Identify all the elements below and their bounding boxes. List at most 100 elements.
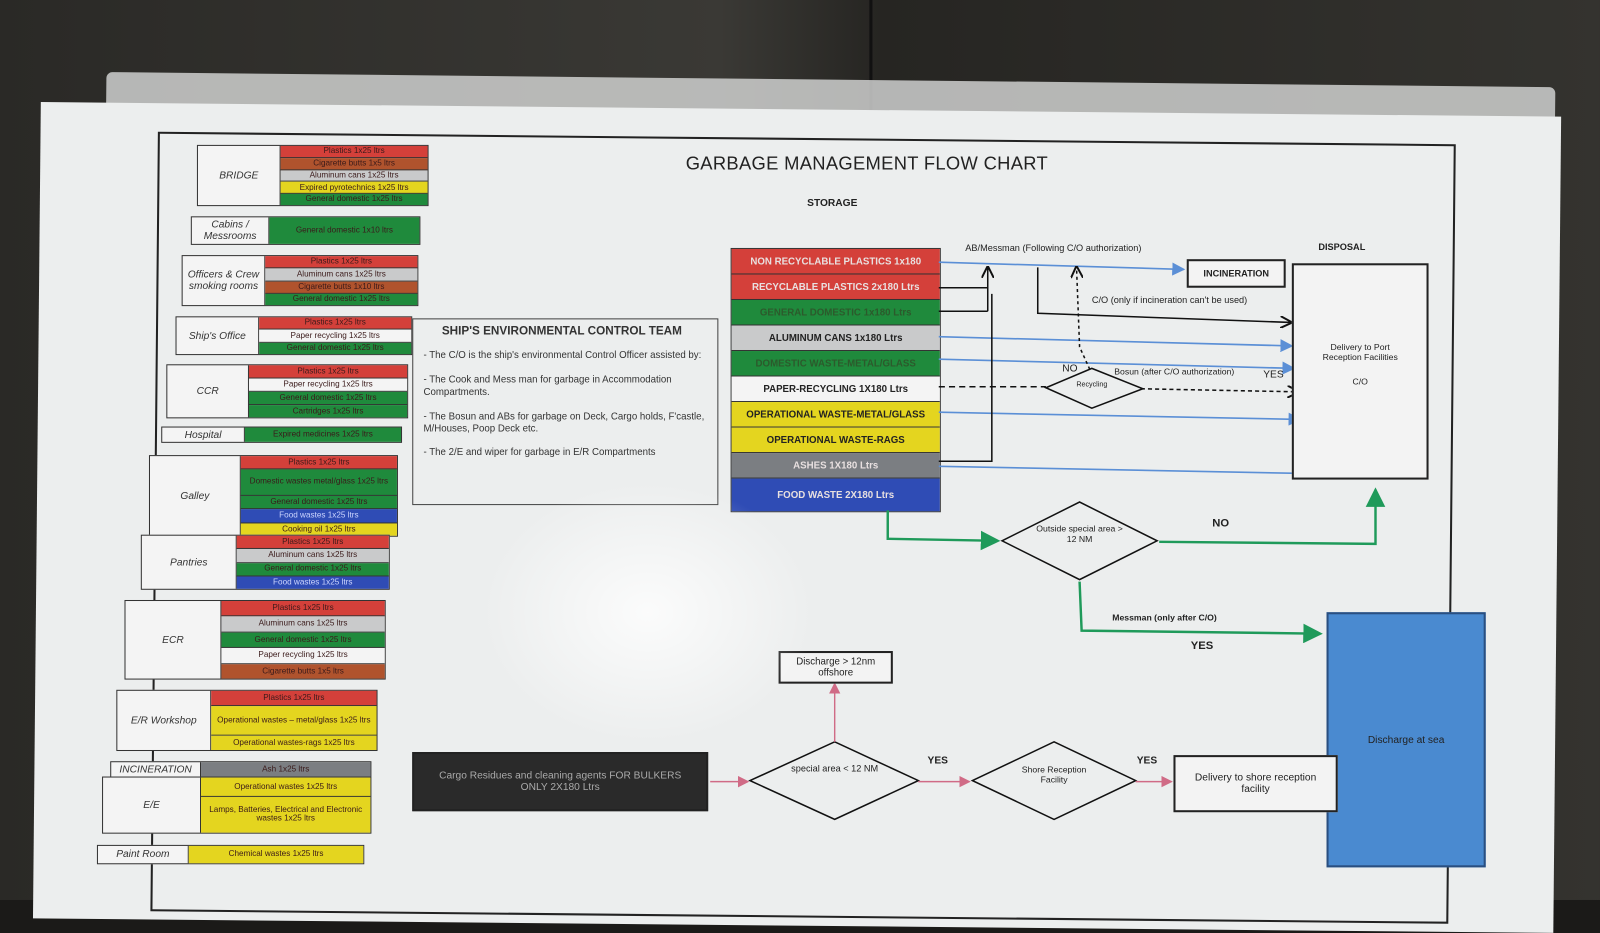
location-label: Galley [150,456,241,536]
disposal-label: DISPOSAL [1318,241,1366,253]
team-line: - The C/O is the ship's environmental Co… [423,349,702,362]
bin-item: Aluminum cans 1x25 ltrs [236,549,389,563]
storage-bin: OPERATIONAL WASTE-METAL/GLASS [731,402,940,428]
discharge-offshore-box: Discharge > 12nm offshore [778,651,893,684]
co-only-label: C/O (only if incineration can't be used) [1091,294,1248,306]
bin-item: General domestic 1x25 ltrs [248,391,408,406]
bin-item: Aluminum cans 1x25 ltrs [265,268,418,282]
bin-item: Plastics 1x25 ltrs [248,365,408,379]
location-label: E/R Workshop [117,690,212,750]
location-label: INCINERATION [111,762,202,778]
green-arrows [886,487,1386,644]
yes-label: YES [927,755,948,767]
team-heading: SHIP'S ENVIRONMENTAL CONTROL TEAM [441,325,682,338]
bin-item: General domestic 1x25 ltrs [280,194,428,206]
bin-item: Expired medicines 1x25 ltrs [244,427,402,442]
blue-arrows [938,261,1306,480]
bin-item: General domestic 1x25 ltrs [265,293,418,306]
bin-item: Aluminum cans 1x25 ltrs [280,169,428,183]
bin-item: General domestic 1x10 ltrs [269,217,420,244]
location-label: BRIDGE [198,145,281,206]
location-label: Officers & Crew smoking rooms [183,256,266,306]
bin-item: Aluminum cans 1x25 ltrs [221,616,385,633]
bin-item: Operational wastes 1x25 ltrs [201,777,371,797]
location-label: E/E [103,777,202,833]
storage-label: STORAGE [807,197,858,210]
shore-delivery-box: Delivery to shore reception facility [1173,755,1338,813]
location-label: CCR [167,365,249,418]
bin-item: Paper recycling 1x25 ltrs [221,648,385,664]
special-area-decision: special area < 12 NM [791,763,879,774]
ab-messman-label: AB/Messman (Following C/O authorization) [965,242,1142,254]
bin-item: Cigarette butts 1x5 ltrs [280,157,428,170]
cargo-residues-box: Cargo Residues and cleaning agents FOR B… [412,752,709,812]
storage-bin: PAPER-RECYCLING 1X180 Ltrs [731,376,940,403]
bin-list: General domestic 1x10 ltrs [269,217,420,244]
storage-bin: ASHES 1X180 Ltrs [731,453,940,479]
co-text: C/O [1352,376,1368,387]
storage-bin: GENERAL DOMESTIC 1x180 Ltrs [731,299,940,326]
bin-list: Ash 1x25 ltrs [201,762,371,778]
yes-label: YES [1136,755,1158,767]
location-label: Paint Room [98,845,189,864]
bin-item: Cigarette butts 1x5 ltrs [221,663,385,679]
bin-item: Cigarette butts 1x10 ltrs [265,281,418,294]
pink-arrows [710,682,1173,788]
outside-special-area-decision: Outside special area > 12 NM [1036,523,1123,544]
bin-item: Lamps, Batteries, Electrical and Electro… [201,796,371,833]
bin-item: Ash 1x25 ltrs [201,762,371,778]
bin-item: Plastics 1x25 ltrs [265,256,418,269]
bin-item: Cartridges 1x25 ltrs [248,405,408,418]
bin-item: Paper recycling 1x25 ltrs [259,329,412,343]
bin-item: Plastics 1x25 ltrs [259,317,412,330]
location-label: Ship's Office [177,317,260,355]
wall-seam [869,0,873,113]
incineration-box: INCINERATION [1186,259,1286,288]
bin-item: Domestic wastes metal/glass 1x25 ltrs [240,469,397,496]
bin-item: Food wastes 1x25 ltrs [240,509,397,524]
storage-bin: ALUMINUM CANS 1x180 Ltrs [731,325,940,352]
bin-item: Plastics 1x25 ltrs [211,690,377,707]
bin-list: Chemical wastes 1x25 ltrs [188,845,364,864]
black-arrows [748,267,1298,821]
bin-item: Chemical wastes 1x25 ltrs [188,845,364,864]
team-line: - The Bosun and ABs for garbage on Deck,… [423,410,705,435]
no-label: NO [1212,517,1230,530]
storage-bin: OPERATIONAL WASTE-RAGS [731,427,940,454]
bin-item: General domestic 1x25 ltrs [221,632,385,649]
bin-item: Expired pyrotechnics 1x25 ltrs [280,182,428,195]
flow-connectors [710,261,1386,821]
bin-item: Cooking oil 1x25 ltrs [240,523,397,536]
recycling-decision: Recycling [1076,381,1108,389]
port-delivery-text: Delivery to Port Reception Facilities [1322,341,1398,363]
yes-label: YES [1263,369,1284,381]
messman-label: Messman (only after C/O) [1112,612,1217,623]
storage-bin: NON RECYCLABLE PLASTICS 1x180 [731,248,940,275]
yes-label: YES [1190,639,1214,653]
bin-item: Paper recycling 1x25 ltrs [248,378,408,392]
no-label: NO [1062,363,1078,375]
bin-item: General domestic 1x25 ltrs [240,495,397,510]
storage-bin: RECYCLABLE PLASTICS 2x180 Ltrs [731,274,940,300]
bin-item: Plastics 1x25 ltrs [240,456,397,470]
bin-item: General domestic 1x25 ltrs [259,342,412,355]
bin-item: Operational wastes – metal/glass 1x25 lt… [211,706,377,736]
chart-title: GARBAGE MANAGEMENT FLOW CHART [685,153,1049,174]
